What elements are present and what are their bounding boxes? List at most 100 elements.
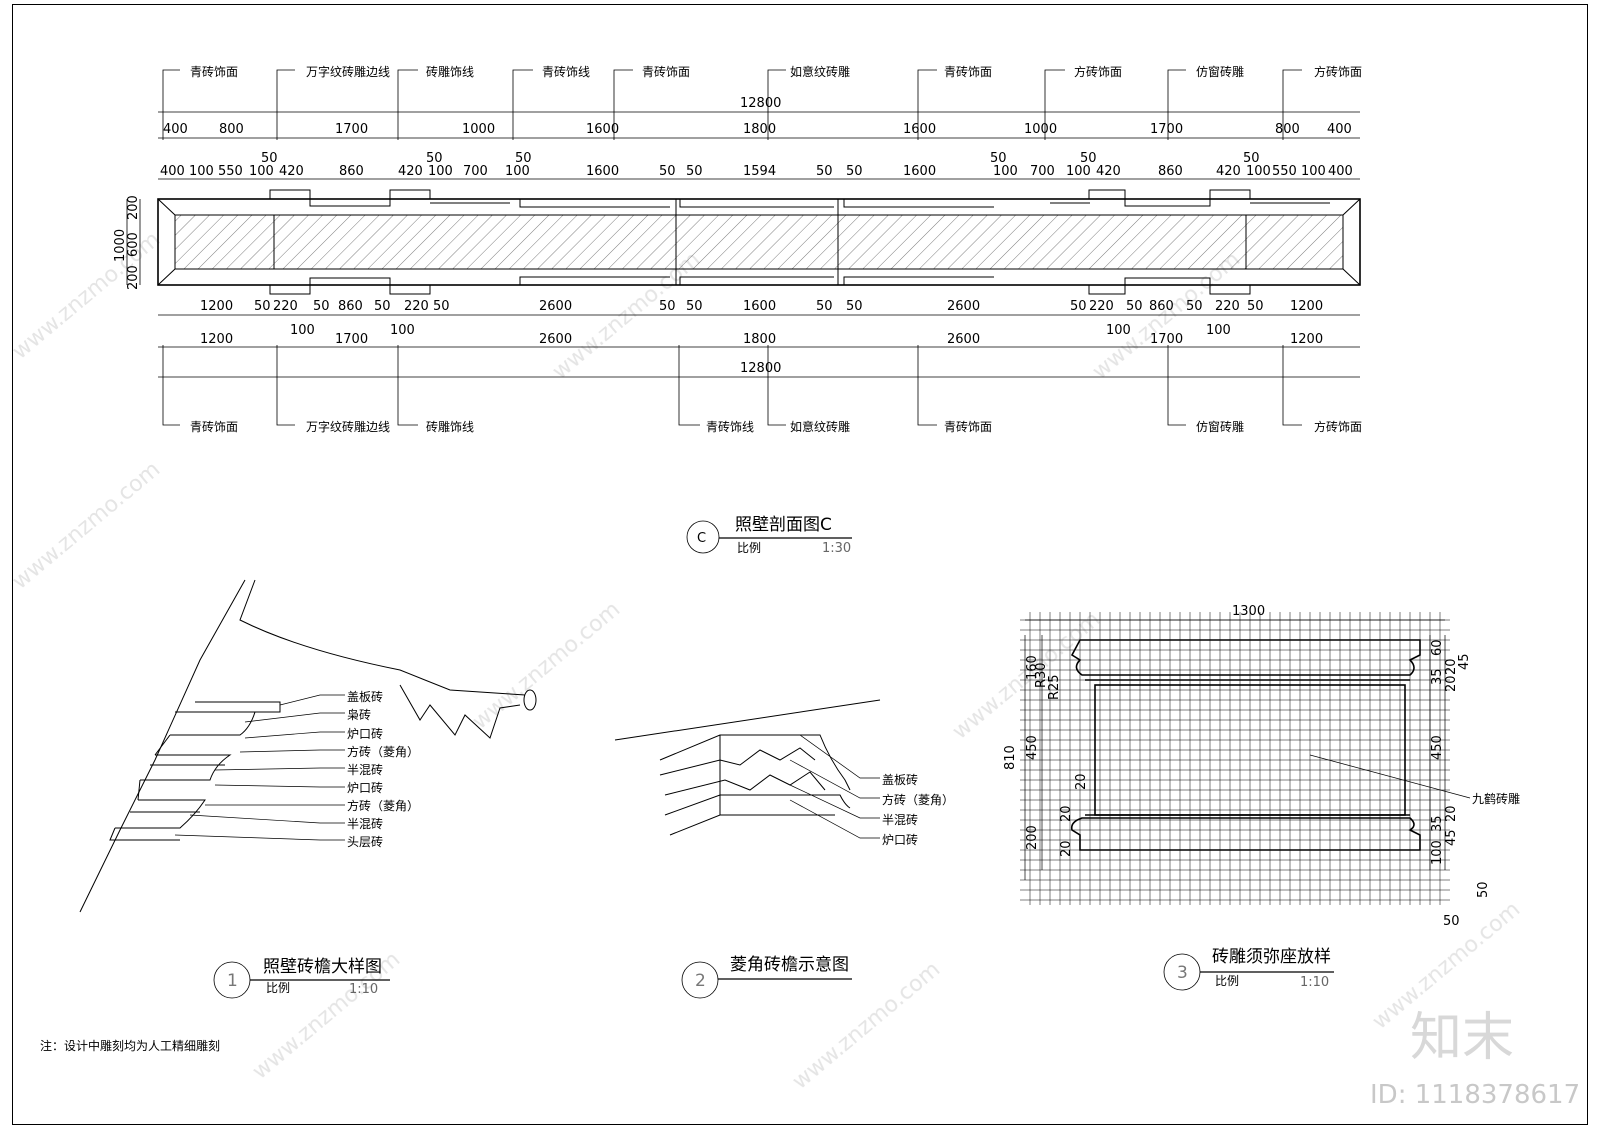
dim-grid: 50: [1476, 881, 1491, 898]
label-top-6: 如意纹砖雕: [790, 64, 850, 79]
dim-left: 200: [126, 265, 141, 290]
dim-row2: 860: [339, 164, 364, 179]
dim-row2: 100: [249, 164, 274, 179]
dim-radius: R25: [1047, 674, 1062, 700]
detail-2-title-block: 2 菱角砖檐示意图: [681, 955, 852, 999]
dim-row3: 860: [338, 299, 363, 314]
watermark-logo: 知末: [1410, 1008, 1514, 1068]
dim-row2: 100: [505, 164, 530, 179]
dim-left: 200: [1025, 825, 1040, 850]
detail-3-symbol: 3: [1177, 963, 1188, 983]
section-c-scale: 1:30: [822, 541, 851, 556]
dim-row3: 220: [273, 299, 298, 314]
dim-row1: 400: [163, 122, 188, 137]
dim-row3-small: 100: [1106, 323, 1131, 338]
dim-row1: 1600: [903, 122, 936, 137]
dim-row2: 420: [279, 164, 304, 179]
label-bottom-3: 砖雕饰线: [426, 419, 474, 434]
dim-row2: 1600: [903, 164, 936, 179]
dim-radius: R30: [1034, 662, 1049, 688]
detail-1-title: 照壁砖檐大样图: [263, 957, 382, 977]
dim-left: 160: [1025, 655, 1040, 680]
detail-3-dims: 1300 810 160 450 200 R30 R25 60 35 20 45…: [1003, 604, 1520, 929]
label-bottom-2: 万字纹砖雕边线: [306, 419, 390, 434]
dim-row3: 1600: [743, 299, 776, 314]
callout-1: 方砖（菱角）: [347, 744, 419, 759]
label-top-9: 仿窗砖雕: [1196, 64, 1244, 79]
label-top-5: 青砖饰面: [642, 64, 690, 79]
section-symbol-circle: [686, 520, 720, 554]
dim-row1: 1000: [1024, 122, 1057, 137]
dim-row2: 400: [1328, 164, 1353, 179]
dim-right: 100: [1430, 840, 1445, 865]
dim-row2: 550: [218, 164, 243, 179]
dim-row3: 1200: [1290, 299, 1323, 314]
dim-row2: 100: [1301, 164, 1326, 179]
section-c-dim-lines: [126, 111, 1360, 378]
dim-row2: 100: [428, 164, 453, 179]
dim-inner: 20: [1059, 840, 1074, 857]
detail-3-scale: 1:10: [1300, 975, 1329, 990]
detail-3-title: 砖雕须弥座放样: [1212, 947, 1331, 967]
dim-row3: 50: [1126, 299, 1143, 314]
detail-3-dim-lines: [1024, 619, 1471, 880]
dim-row2: 100: [189, 164, 214, 179]
detail-1-scale-label: 比例: [266, 981, 290, 995]
dim-row3: 50: [846, 299, 863, 314]
dim-row2: 420: [1096, 164, 1121, 179]
dim-row2: 700: [463, 164, 488, 179]
detail-3-outline: [1070, 639, 1421, 851]
section-c-title: 照壁剖面图C: [735, 515, 832, 535]
dim-inner: 20: [1059, 805, 1074, 822]
callout-2: 方砖（菱角）: [882, 792, 954, 807]
label-top-2: 万字纹砖雕边线: [306, 64, 390, 79]
dim-row-3: 1200 50 220 50 860 50 220 50 2600 50 50 …: [200, 299, 1323, 338]
dim-row2: 50: [990, 151, 1007, 166]
dim-row2: 1594: [743, 164, 776, 179]
dim-row2: 400: [160, 164, 185, 179]
dim-width: 1300: [1232, 604, 1265, 619]
dim-row2: 50: [1080, 151, 1097, 166]
dim-row1: 1600: [586, 122, 619, 137]
callout-1: 方砖（菱角）: [347, 798, 419, 813]
dim-row1: 400: [1327, 122, 1352, 137]
detail-3-grid: [1020, 612, 1450, 905]
dim-right: 20: [1444, 658, 1459, 675]
detail-2-leaders: [789, 734, 880, 839]
label-bottom-7: 仿窗砖雕: [1196, 419, 1244, 434]
dim-row3: 50: [313, 299, 330, 314]
label-bottom-6: 青砖饰面: [944, 419, 992, 434]
design-note: 注：设计中雕刻均为人工精细雕刻: [40, 1038, 220, 1053]
label-top-3: 砖雕饰线: [426, 64, 474, 79]
dim-right: 60: [1430, 639, 1445, 656]
dim-row2: 50: [846, 164, 863, 179]
dim-row1: 1700: [335, 122, 368, 137]
callout-2: 炉口砖: [882, 832, 918, 847]
dim-row4: 2600: [947, 332, 980, 347]
dim-right: 45: [1444, 829, 1459, 846]
dim-row3: 220: [1215, 299, 1240, 314]
dim-row2: 700: [1030, 164, 1055, 179]
dim-row3-small: 100: [390, 323, 415, 338]
detail-1-callouts: 盖板砖 枭砖 炉口砖 方砖（菱角） 半混砖 炉口砖 方砖（菱角） 半混砖 头层砖: [347, 689, 419, 849]
callout-2: 半混砖: [882, 812, 918, 827]
watermark-text: www.znzmo.com: [8, 227, 165, 365]
dim-row2: 100: [993, 164, 1018, 179]
label-top-1: 青砖饰面: [190, 64, 238, 79]
watermark-id: ID: 1118378617: [1370, 1080, 1580, 1110]
dim-height: 810: [1003, 745, 1018, 770]
callout-1: 炉口砖: [347, 726, 383, 741]
dim-row4: 1700: [1150, 332, 1183, 347]
detail-1-leaders: [174, 694, 345, 841]
dim-row3: 50: [374, 299, 391, 314]
dim-right: 45: [1457, 653, 1472, 670]
bottom-labels: 青砖饰面 万字纹砖雕边线 砖雕饰线 青砖饰线 如意纹砖雕 青砖饰面 仿窗砖雕 方…: [190, 419, 1362, 434]
dim-row3: 50: [686, 299, 703, 314]
label-top-7: 青砖饰面: [944, 64, 992, 79]
dim-row3: 1200: [200, 299, 233, 314]
dim-row3-small: 100: [290, 323, 315, 338]
detail-1-symbol: 1: [227, 971, 238, 991]
dim-row-total-top: 12800: [740, 96, 781, 111]
dim-row3: 50: [433, 299, 450, 314]
